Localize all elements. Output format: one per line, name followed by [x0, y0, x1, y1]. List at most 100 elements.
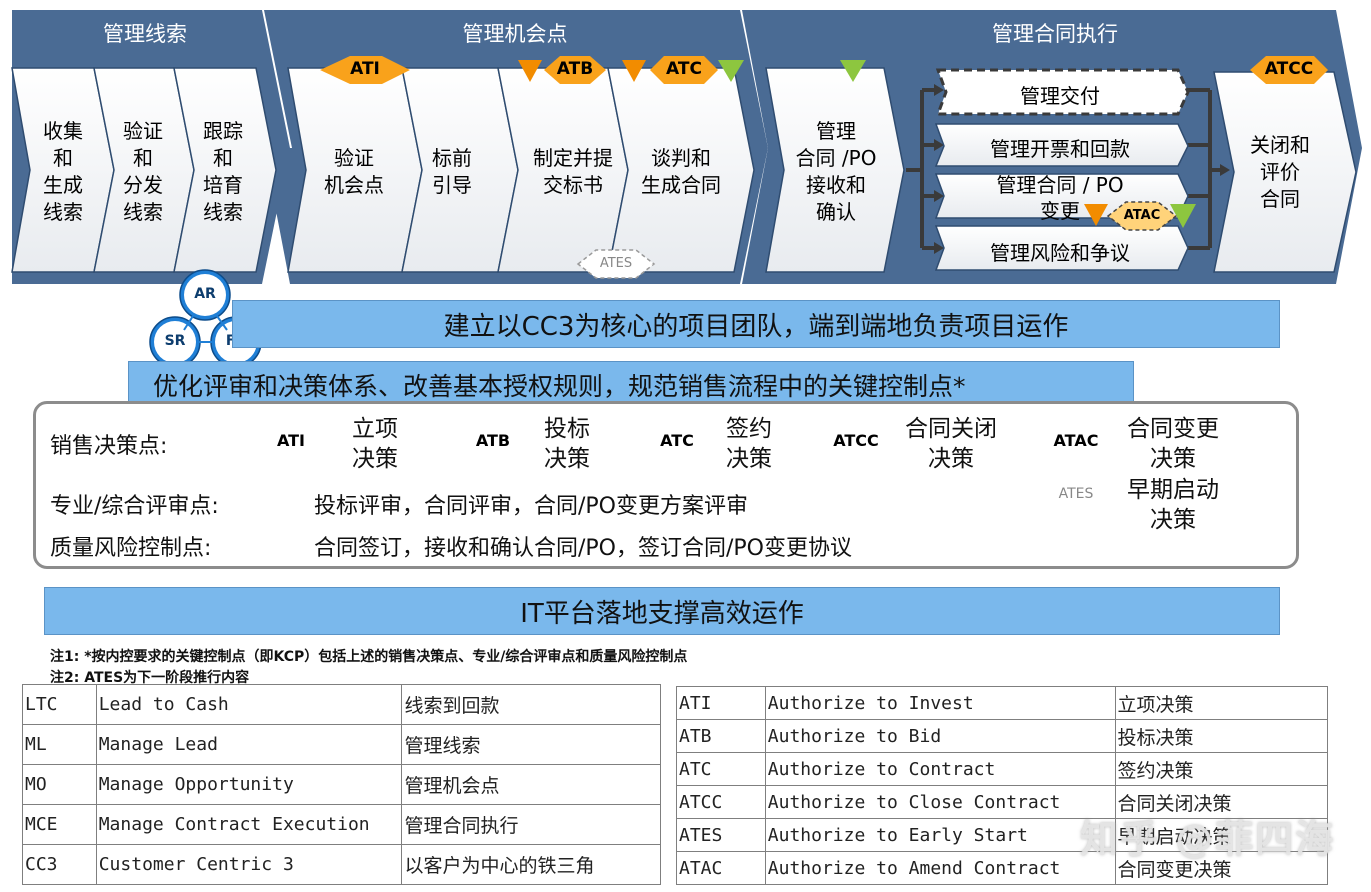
badge-atcc-label: ATCC — [1264, 59, 1314, 79]
abbrev-cell: ML — [22, 724, 97, 765]
step-guide: 标前 引导 — [432, 146, 472, 197]
badge-atc-process — [650, 56, 718, 84]
abbrev-cell: MCE — [22, 804, 97, 845]
abbrev-cell: ATC — [676, 752, 766, 786]
phase-title-leads: 管理线索 — [103, 22, 187, 46]
chinese-cell: 管理机会点 — [401, 764, 661, 805]
chinese-cell: 合同变更决策 — [1114, 851, 1328, 885]
review-triangle-2 — [622, 60, 646, 82]
english-cell: Authorize to Early Start — [764, 818, 1116, 852]
badge-atac-process — [1106, 201, 1178, 231]
step-invoice: 管理开票和回款 — [990, 137, 1130, 161]
legend-atc-label: ATC — [660, 431, 694, 450]
chinese-cell: 签约决策 — [1114, 752, 1328, 786]
abbrev-cell: ATI — [676, 686, 766, 720]
review-triangle-1 — [518, 60, 542, 82]
quality-triangle-2 — [840, 60, 866, 82]
step-validate: 验证 机会点 — [324, 146, 384, 197]
legend-atcc-label: ATCC — [833, 431, 879, 450]
abbrev-cell: ATAC — [676, 851, 766, 885]
abbrev-cell: ATES — [676, 818, 766, 852]
english-cell: Manage Opportunity — [95, 764, 403, 805]
chevron-deliver — [935, 68, 1190, 116]
chinese-cell: 管理线索 — [401, 724, 661, 765]
legend-decision-label: 销售决策点: — [50, 434, 168, 459]
step-track: 跟踪 和 培育 线索 — [203, 119, 243, 224]
legend-atac-desc: 合同变更 决策 — [1127, 416, 1219, 472]
chinese-cell: 以客户为中心的铁三角 — [401, 844, 661, 885]
english-cell: Authorize to Bid — [764, 719, 1116, 753]
chevron-risk — [934, 225, 1189, 271]
step-risk: 管理风险和争议 — [990, 241, 1130, 265]
abbrev-cell: CC3 — [22, 844, 97, 885]
chinese-cell: 投标决策 — [1114, 719, 1328, 753]
english-cell: Authorize to Amend Contract — [764, 851, 1116, 885]
legend-atac-label: ATAC — [1053, 431, 1099, 450]
english-cell: Authorize to Contract — [764, 752, 1116, 786]
legend-review-label: 专业/综合评审点: — [50, 494, 219, 519]
badge-atac-label: ATAC — [1123, 208, 1161, 223]
review-triangle-3 — [1084, 204, 1108, 226]
abbrev-cell: ATB — [676, 719, 766, 753]
banner-it: IT平台落地支撑高效运作 — [44, 587, 1280, 635]
english-cell: Lead to Cash — [95, 684, 403, 725]
legend-ates-desc: 早期启动 决策 — [1127, 477, 1219, 533]
watermark: 知乎 @菲四海 — [1080, 817, 1336, 861]
step-close: 关闭和 评价 合同 — [1250, 133, 1310, 211]
badge-atb-label: ATB — [556, 59, 594, 79]
badge-atb-process — [544, 56, 606, 84]
abbrev-cell: ATCC — [676, 785, 766, 819]
step-collect: 收集 和 生成 线索 — [43, 119, 83, 224]
chevron-track — [173, 67, 277, 273]
legend-atb-desc: 投标 决策 — [544, 416, 590, 472]
badge-ates-label: ATES — [599, 256, 633, 271]
step-change: 管理合同 / PO 变更 — [996, 173, 1124, 223]
legend-quality-label: 质量风险控制点: — [50, 536, 212, 561]
legend-atc-desc: 签约 决策 — [726, 416, 772, 472]
badge-atcc-process — [1250, 56, 1328, 84]
chevron-close — [1213, 71, 1357, 273]
team-ar: AR — [194, 286, 216, 302]
step-verify: 验证 和 分发 线索 — [123, 119, 163, 224]
legend-quality-desc: 合同签订，接收和确认合同/PO，签订合同/PO变更协议 — [314, 536, 852, 561]
team-sr: SR — [164, 333, 186, 349]
legend-atcc-desc: 合同关闭 决策 — [905, 416, 997, 472]
english-cell: Manage Lead — [95, 724, 403, 765]
chinese-cell: 管理合同执行 — [401, 804, 661, 845]
legend-atb-label: ATB — [475, 431, 511, 450]
legend-ati-desc: 立项 决策 — [352, 416, 398, 472]
chevron-receive — [765, 67, 905, 273]
step-deliver: 管理交付 — [1020, 84, 1100, 108]
badge-ati-label: ATI — [350, 59, 380, 79]
branch-arrowheads — [934, 84, 1230, 254]
step-negotiate: 谈判和 生成合同 — [641, 146, 721, 197]
chinese-cell: 线索到回款 — [401, 684, 661, 725]
banner-cc3: 建立以CC3为核心的项目团队，端到端地负责项目运作 — [232, 300, 1280, 348]
english-cell: Manage Contract Execution — [95, 804, 403, 845]
english-cell: Authorize to Invest — [764, 686, 1116, 720]
abbrev-cell: MO — [22, 764, 97, 805]
step-receive: 管理 合同 /PO 接收和 确认 — [795, 119, 877, 224]
note-1: 注1: *按内控要求的关键控制点（即KCP）包括上述的销售决策点、专业/综合评审… — [50, 649, 688, 665]
legend-ates-label: ATES — [1058, 486, 1094, 502]
branch-lines — [906, 88, 1220, 250]
chevron-invoice — [934, 123, 1189, 167]
badge-ates-process — [576, 249, 656, 279]
chinese-cell: 立项决策 — [1114, 686, 1328, 720]
quality-triangle-3 — [1170, 204, 1196, 228]
badge-ati-process — [320, 56, 410, 84]
quality-triangle-1 — [718, 60, 744, 82]
phase-title-opportunity: 管理机会点 — [462, 22, 568, 46]
badge-atc-label: ATC — [666, 59, 702, 79]
